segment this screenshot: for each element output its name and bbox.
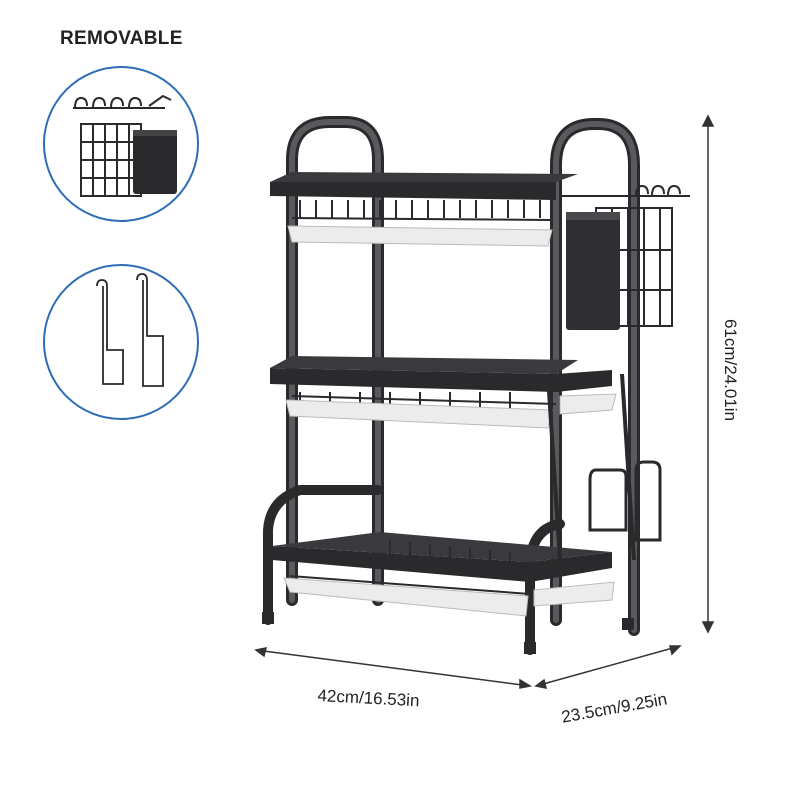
hanging-hook-icon: [96, 273, 164, 387]
rack-frame: [263, 116, 640, 655]
dimension-lines: [254, 114, 715, 689]
rack-feet: [262, 612, 634, 654]
side-hanging-hook: [546, 373, 662, 561]
middle-shelf: [270, 356, 617, 429]
bottom-shelf: [272, 532, 615, 617]
removable-label: REMOVABLE: [60, 28, 183, 49]
height-dimension-label: 61cm/24.01in: [721, 318, 740, 422]
removable-hook-inset: [43, 264, 199, 420]
removable-basket-inset: [43, 66, 199, 222]
utensil-basket-icon: [73, 94, 177, 197]
top-shelf: [270, 172, 578, 247]
side-utensil-holder: [560, 184, 690, 330]
